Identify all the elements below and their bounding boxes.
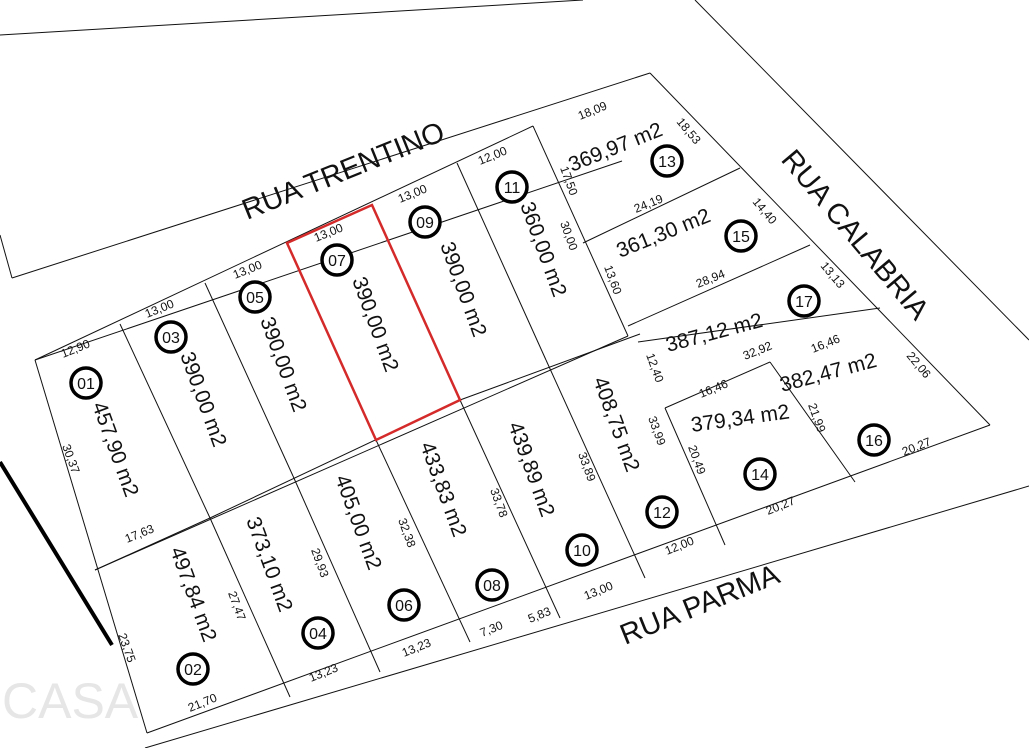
lot-11-marker: [495, 170, 529, 204]
lot-16-number: 16: [865, 433, 883, 450]
lot-07-number: 07: [328, 253, 346, 270]
dimension-label: 12,90: [59, 336, 92, 360]
dimension-label: 16,46: [697, 376, 730, 400]
lot-03-number: 03: [162, 330, 180, 347]
lot-08-area: 433,83 m2: [415, 439, 471, 540]
lot-17-marker: [787, 284, 821, 318]
lot-09-number: 09: [416, 215, 434, 232]
lot-04-number: 04: [309, 626, 327, 643]
dimension-label: 16,46: [809, 331, 842, 355]
lot-04-marker: [301, 616, 335, 650]
dimension-label: 13,00: [143, 296, 176, 320]
lot-12-number: 12: [653, 505, 671, 522]
lot-08-number: 08: [483, 578, 501, 595]
lot-05-number: 05: [246, 290, 264, 307]
lot-11-number: 11: [504, 180, 521, 197]
lot-02-area: 497,84 m2: [165, 544, 221, 645]
lot-15-area: 361,30 m2: [613, 204, 714, 263]
dimension-label: 13,00: [231, 257, 264, 281]
dimension-label: 32,38: [395, 516, 419, 549]
lot-03-area: 390,00 m2: [175, 349, 231, 450]
dimension-label: 14,40: [750, 195, 780, 227]
dimension-label: 27,47: [225, 589, 249, 622]
street-parma: RUA PARMA: [616, 558, 785, 651]
lot-13-number: 13: [658, 154, 676, 171]
lot-06-area: 405,00 m2: [330, 472, 386, 573]
watermark: CASA: [2, 673, 139, 729]
lot-07-area: 390,00 m2: [347, 274, 403, 375]
dimension-label: 13,13: [818, 259, 848, 291]
dimension-label: 23,75: [115, 631, 139, 664]
lot-01-area: 457,90 m2: [87, 399, 143, 500]
lot-14-marker: [743, 457, 777, 491]
dimension-label: 29,93: [308, 546, 332, 579]
lot-15-number: 15: [732, 229, 750, 246]
lot-02-number: 02: [184, 662, 202, 679]
dimension-label: 13,60: [601, 263, 625, 296]
dimension-label: 7,30: [478, 618, 505, 640]
lot-06-number: 06: [395, 598, 413, 615]
lot-05-marker: [238, 280, 272, 314]
dimension-label: 13,00: [312, 220, 345, 244]
lot-09-area: 390,00 m2: [435, 239, 491, 340]
dimension-label: 21,99: [805, 401, 829, 434]
lot-13-area: 369,97 m2: [565, 118, 666, 177]
lot-07-marker: [320, 243, 354, 277]
dimension-label: 17,63: [123, 521, 156, 545]
dimension-label: 5,83: [526, 604, 553, 626]
lot-04-area: 373,10 m2: [241, 514, 297, 615]
dimension-label: 12,40: [643, 351, 667, 384]
dimension-label: 30,37: [59, 442, 83, 475]
dimension-label: 33,99: [645, 414, 669, 447]
lot-06-marker: [387, 588, 421, 622]
block-lines: [11, 72, 991, 734]
lot-12-area: 408,75 m2: [588, 374, 644, 475]
lot-15-marker: [724, 219, 758, 253]
dimension-label: 18,53: [674, 115, 704, 147]
dimension-label: 21,70: [186, 690, 219, 714]
lot-01-marker: [69, 366, 103, 400]
dimension-label: 12,00: [476, 143, 509, 167]
lot-03-marker: [154, 320, 188, 354]
dimension-label: 13,00: [396, 181, 429, 205]
dimension-label: 20,49: [685, 443, 709, 476]
lot-13-marker: [650, 144, 684, 178]
lot-17-number: 17: [795, 294, 813, 311]
dimension-label: 12,00: [663, 533, 696, 557]
lot-14-number: 14: [751, 467, 769, 484]
lot-08-marker: [475, 568, 509, 602]
dimension-label: 18,09: [576, 98, 609, 122]
lot-16-marker: [857, 423, 891, 457]
lot-05-area: 390,00 m2: [255, 314, 311, 415]
dimension-label: 20,27: [900, 434, 933, 458]
lot-01-number: 01: [77, 376, 95, 393]
lot-16-area: 382,47 m2: [777, 349, 879, 397]
lot-07-highlight: [285, 203, 462, 442]
lot-12-marker: [645, 495, 679, 529]
lot-10-area: 439,89 m2: [503, 419, 559, 520]
dimension-label: 32,92: [741, 338, 774, 362]
dimension-label: 13,23: [307, 660, 340, 684]
dimension-label: 20,27: [764, 493, 797, 517]
dimension-label: 33,89: [575, 450, 599, 483]
dimension-label: 33,78: [487, 486, 511, 519]
dimension-label: 13,00: [582, 578, 615, 602]
dimension-label: 28,94: [694, 266, 727, 290]
lot-10-marker: [565, 533, 599, 567]
lot-11-area: 360,00 m2: [515, 199, 571, 300]
lot-02-marker: [176, 652, 210, 686]
dimension-label: 22,06: [904, 349, 934, 381]
lot-09-marker: [408, 205, 442, 239]
lot-14-area: 379,34 m2: [689, 400, 790, 437]
lot-10-number: 10: [573, 543, 591, 560]
